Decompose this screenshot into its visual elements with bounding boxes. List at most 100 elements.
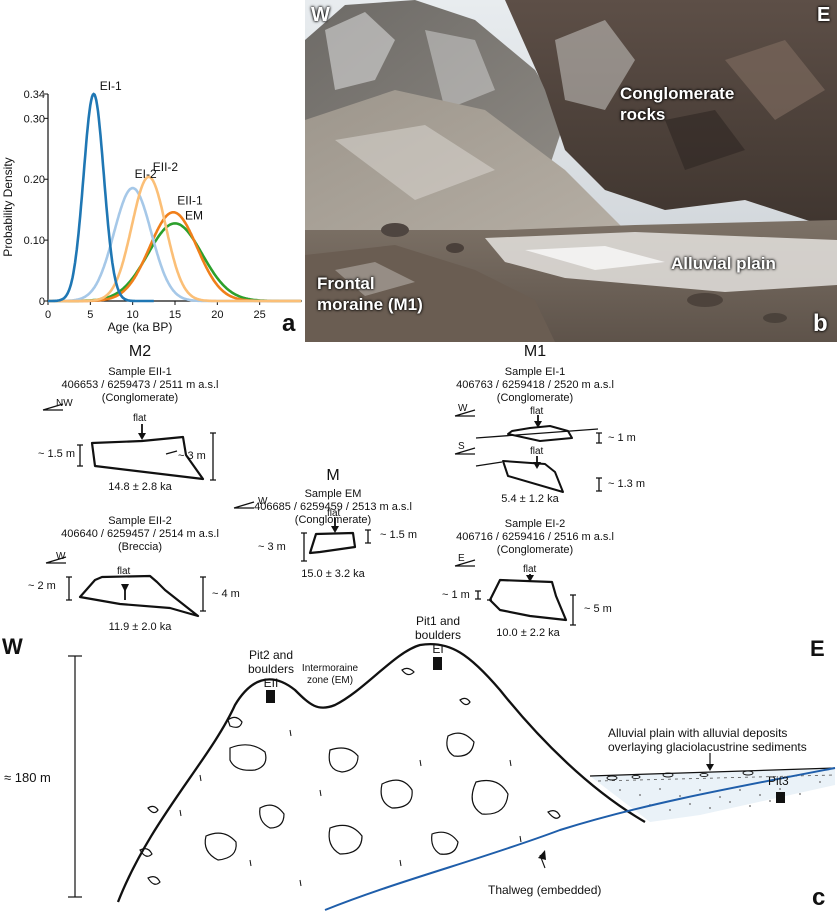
sample-eii2-rock: (Breccia): [117, 541, 163, 553]
sample-ei2-rock: (Conglomerate): [496, 544, 574, 556]
alluvial-plain-label-line2: overlaying glaciolacustrine sediments: [608, 740, 807, 754]
boulder-em-outline: [308, 531, 357, 555]
sample-em-height-left: ~ 3 m: [258, 541, 286, 553]
series-eii-1-curve: [48, 211, 302, 303]
section-label-east: E: [810, 636, 825, 661]
group-title-m1: M1: [523, 343, 547, 360]
chart-y-tick-label: 0.20: [24, 174, 45, 186]
sample-ei2-coords: 406716 / 6259416 / 2516 m a.s.l: [456, 531, 614, 543]
pit2-label-line2: boulders: [247, 662, 295, 676]
flat-label-eii1: flat: [133, 413, 147, 424]
group-title-m: M: [326, 467, 340, 484]
boulder-ei1-top-outline: [507, 425, 573, 442]
boulder-eii1-outline: [90, 435, 205, 481]
series-ei-1-label: EI-1: [100, 80, 122, 93]
boulder-eii2-outline: [78, 574, 200, 618]
photo-label-west: W: [311, 4, 330, 26]
section-label-west: W: [2, 634, 23, 659]
flat-label-eii2: flat: [117, 566, 131, 577]
sample-ei1-coords: 406763 / 6259418 / 2520 m a.s.l: [456, 379, 614, 391]
alluvial-plain-label-line1: Alluvial plain with alluvial deposits: [608, 726, 788, 740]
sample-eii1-coords: 406653 / 6259473 / 2511 m a.s.l: [61, 379, 219, 391]
sample-eii1-height-left: ~ 1.5 m: [38, 448, 75, 460]
series-eii-1-label: EII-1: [177, 193, 203, 207]
panel-letter-a: a: [282, 310, 296, 337]
chart-x-tick-label: 10: [127, 309, 139, 321]
chart-y-tick-label: 0.30: [24, 113, 45, 125]
panel-letter-c: c: [812, 884, 826, 911]
moraine-fine-marks: [179, 729, 522, 887]
pit2-label-line1: Pit2 and: [248, 648, 294, 662]
intermoraine-label-line1: Intermoraine: [301, 663, 359, 674]
sample-eii2-name: Sample EII-2: [108, 515, 172, 527]
section-height-label: ≈ 180 m: [4, 770, 51, 785]
chart-y-axis-label: Probability Density: [1, 157, 15, 257]
chart-x-tick-label: 5: [87, 309, 93, 321]
chart-x-axis-label: Age (ka BP): [107, 320, 173, 334]
series-eii-2-curve: [48, 175, 302, 303]
photo-label-frontal: Frontal: [317, 274, 375, 293]
series-ei-2-label: EI-2: [135, 167, 157, 181]
sample-eii1-rock: (Conglomerate): [101, 392, 179, 404]
pit1-marker: [433, 657, 442, 670]
sample-ei1-name: Sample EI-1: [504, 366, 566, 378]
moraine-clasts: [139, 667, 561, 885]
moraine-cross-section: [68, 642, 836, 911]
boulder-sketches: [42, 403, 602, 626]
sample-ei2-name: Sample EI-2: [504, 518, 566, 530]
chart-x-tick-label: 0: [45, 309, 51, 321]
photo-label-rocks: rocks: [620, 105, 666, 124]
sample-eii1-age: 14.8 ± 2.8 ka: [108, 481, 172, 493]
chart-y-tick-label: 0.34: [24, 89, 45, 101]
sample-em-name: Sample EM: [304, 488, 362, 500]
sample-ei1-height-1: ~ 1 m: [608, 432, 636, 444]
flat-label-ei1-side: flat: [530, 446, 544, 457]
chart-x-tick-label: 15: [169, 309, 181, 321]
sample-ei1-direction-w: W: [458, 403, 468, 414]
boulder-ei2-outline: [488, 578, 568, 622]
sample-eii1-direction: NW: [56, 398, 73, 409]
photo-label-conglomerate: Conglomerate: [620, 84, 735, 103]
photo-label-east: E: [817, 4, 831, 26]
sample-ei2-height-left: ~ 1 m: [442, 589, 470, 601]
sample-ei1-height-2: ~ 1.3 m: [608, 478, 645, 490]
photo-label-alluvial-plain: Alluvial plain: [671, 254, 776, 273]
sample-eii2-age: 11.9 ± 2.0 ka: [108, 621, 172, 633]
chart-x-tick-label: 25: [254, 309, 266, 321]
pit1-label-line3: EI: [432, 642, 444, 656]
intermoraine-label-line2: zone (EM): [306, 675, 354, 686]
sample-em-direction: W: [258, 496, 268, 507]
photo-scene: [305, 0, 837, 342]
thalweg-line: [324, 767, 836, 911]
sample-eii2-height-left: ~ 2 m: [28, 580, 56, 592]
sample-ei1-rock: (Conglomerate): [496, 392, 574, 404]
sample-ei2-direction: E: [458, 553, 465, 564]
pit3-label: Pit3: [768, 774, 789, 788]
pit1-label-line2: boulders: [414, 628, 462, 642]
series-ei-1-curve: [48, 92, 154, 303]
alluvial-plain-deposits: [590, 768, 835, 822]
series-eii-2-label: EII-2: [153, 160, 179, 174]
sample-eii1-height-right: ~ 3 m: [178, 450, 206, 462]
sample-eii1-name: Sample EII-1: [108, 366, 172, 378]
sample-em-rock: (Conglomerate): [294, 514, 372, 526]
pit1-label-line1: Pit1 and: [415, 614, 461, 628]
thalweg-label: Thalweg (embedded): [488, 883, 602, 897]
group-title-m2: M2: [128, 343, 152, 360]
pit3-marker: [776, 792, 785, 803]
flat-label-ei2: flat: [523, 564, 537, 575]
chart-y-tick-label: 0.10: [24, 235, 45, 247]
sample-ei2-height-right: ~ 5 m: [584, 603, 612, 615]
moraine-profile: [116, 642, 646, 903]
pit2-marker: [266, 690, 275, 703]
flat-label-em: flat: [327, 508, 341, 519]
sample-eii2-coords: 406640 / 6259457 / 2514 m a.s.l: [61, 528, 219, 540]
sample-ei1-age: 5.4 ± 1.2 ka: [501, 493, 559, 505]
boulder-ei1-side-outline: [502, 460, 564, 493]
glaciolacustrine-dots: [619, 781, 821, 811]
sample-em-coords: 406685 / 6259459 / 2513 m a.s.l: [254, 501, 412, 513]
chart-x-tick-label: 20: [211, 309, 223, 321]
panel-letter-b: b: [813, 310, 828, 337]
pit2-label-line3: EII: [263, 676, 279, 690]
